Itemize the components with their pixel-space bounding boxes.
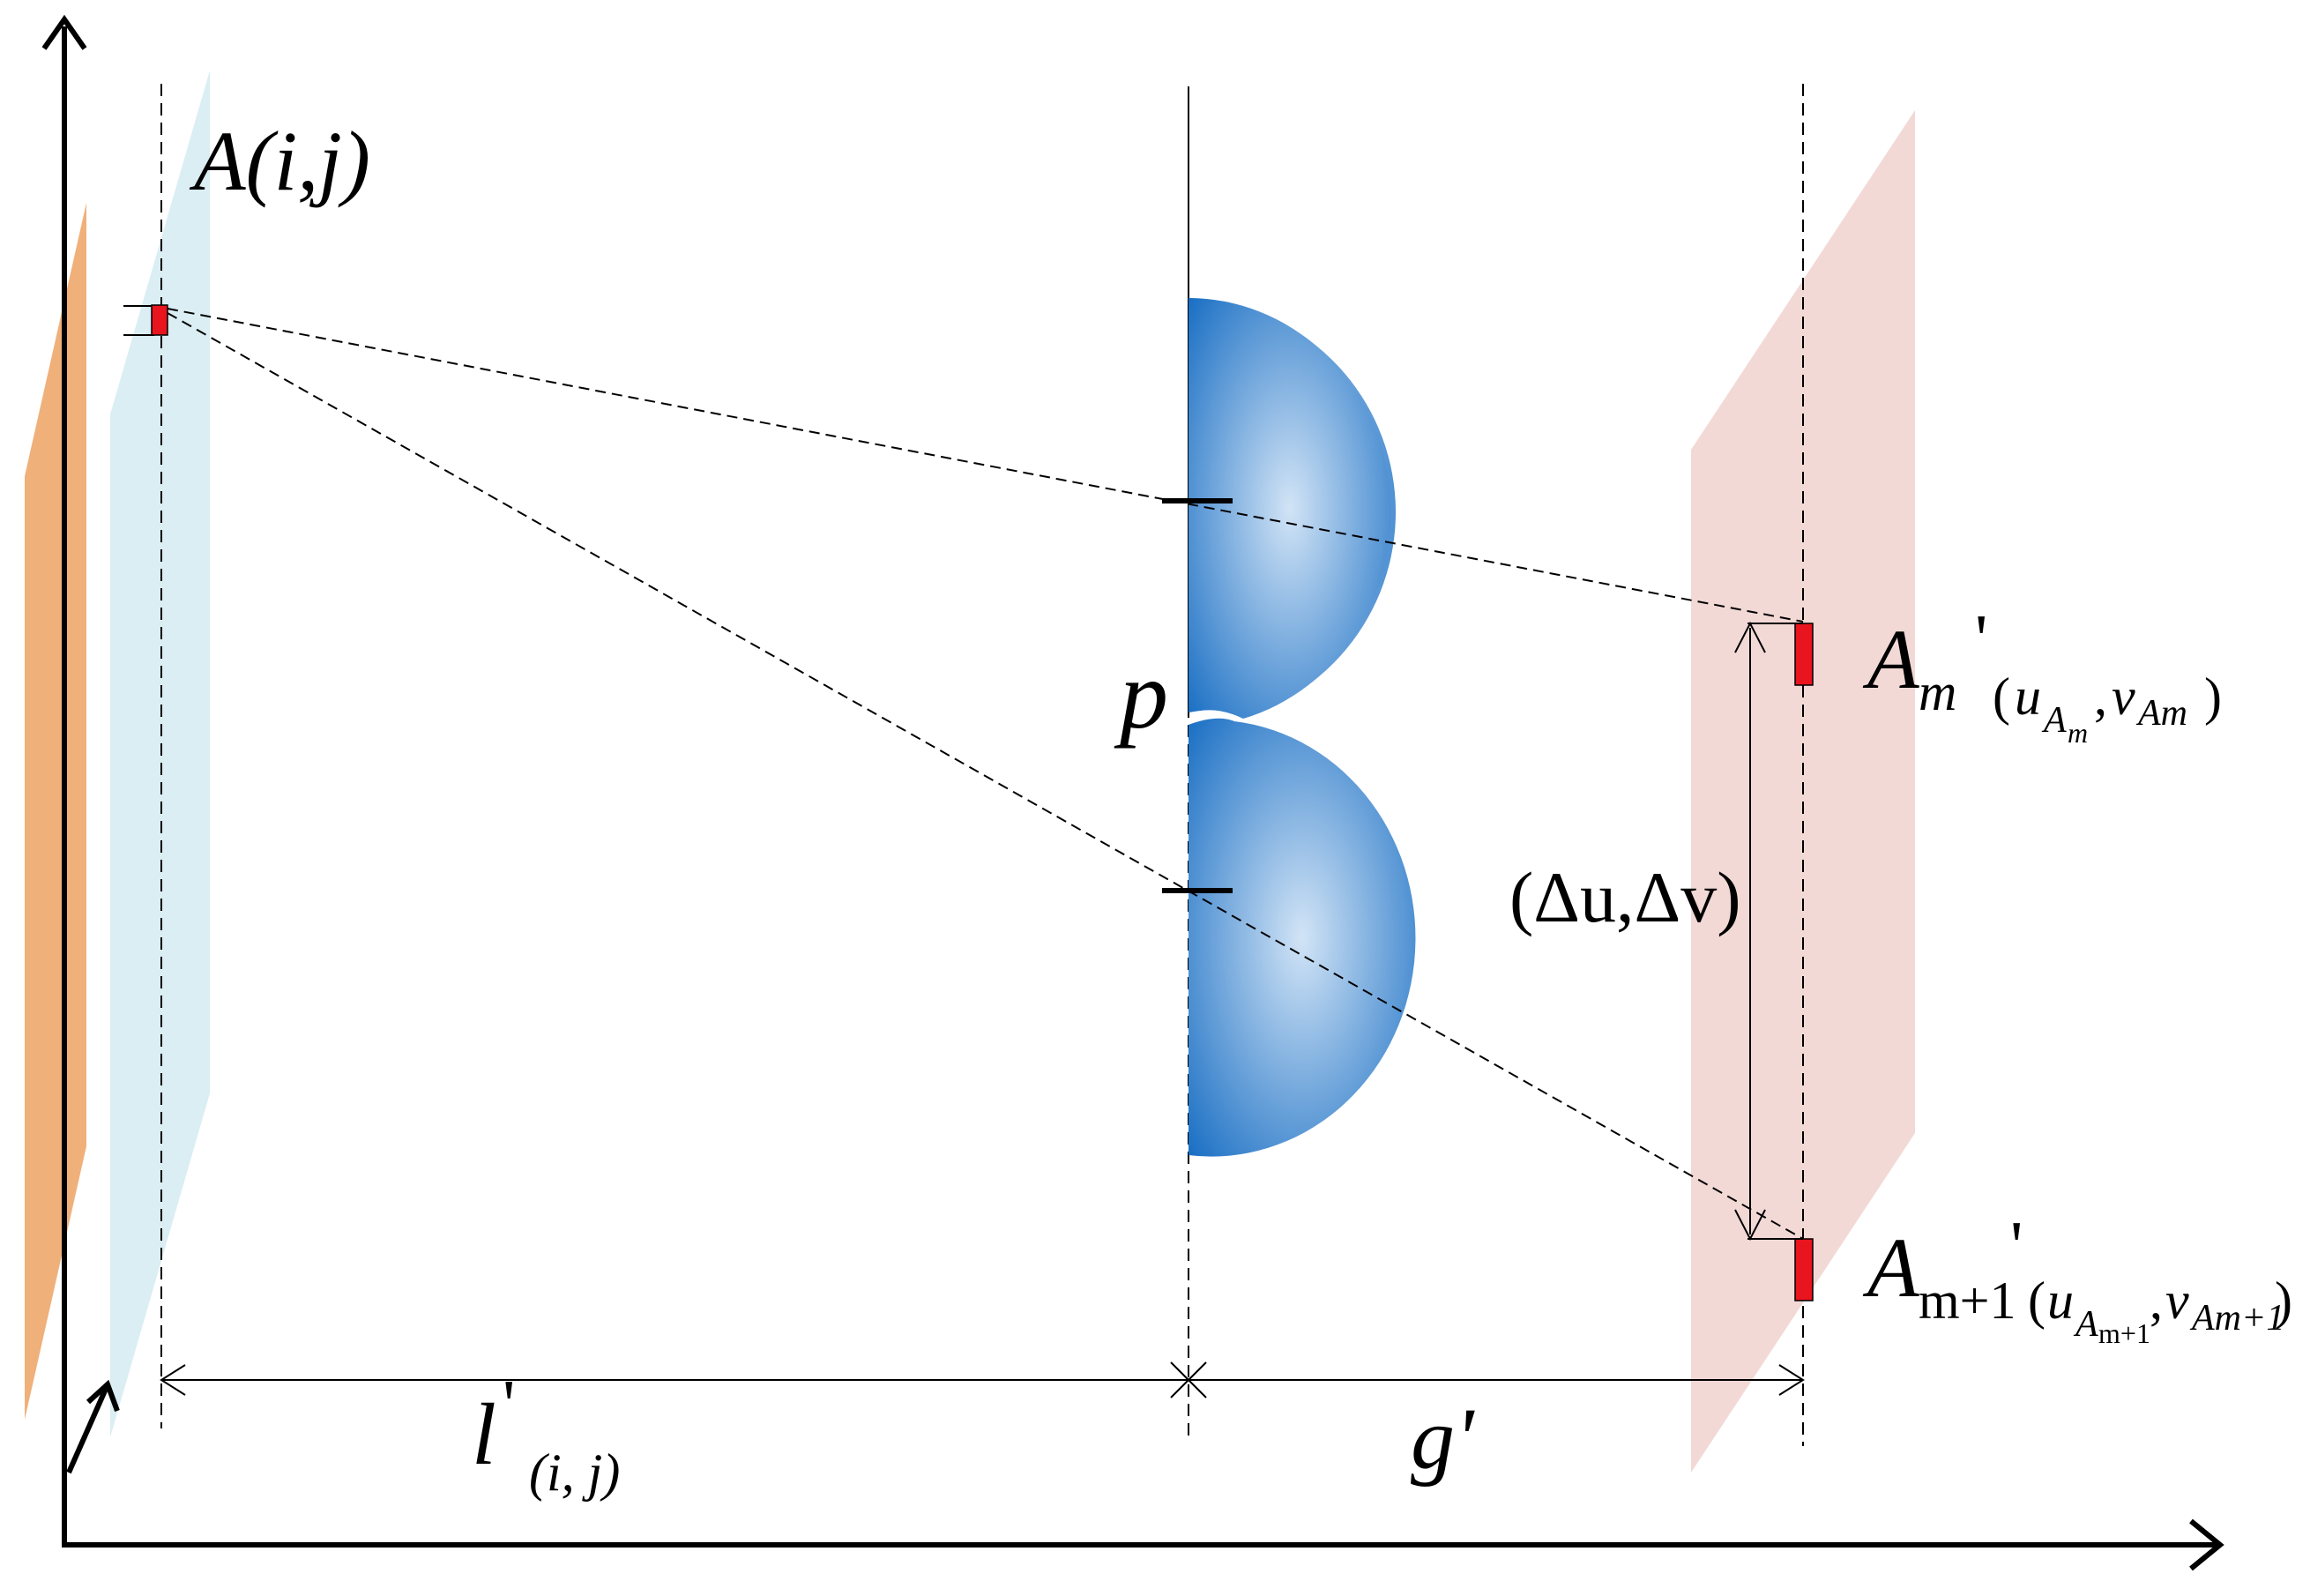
svg-text:m+1: m+1 [1919, 1272, 2016, 1330]
label-point-aij: A(i,j) [189, 114, 370, 208]
label-pitch: p [1114, 641, 1168, 749]
image-pixel-m [1794, 623, 1814, 686]
svg-text:m: m [1919, 663, 1956, 721]
svg-text:): ) [2275, 1272, 2292, 1330]
label-delta: (Δu,Δv) [1509, 857, 1741, 937]
svg-text:,: , [2150, 1272, 2163, 1330]
object-plane [110, 71, 210, 1437]
svg-text:A: A [2073, 1304, 2098, 1345]
label-image-m: A m ' ( u A m , v Am ) [1862, 601, 2222, 749]
svg-text:Am: Am [2135, 693, 2187, 734]
svg-text:m+1: m+1 [2098, 1317, 2150, 1349]
display-plane [25, 203, 86, 1420]
svg-text:u: u [2015, 667, 2041, 726]
z-axis-arrowhead [86, 1379, 120, 1413]
x-axis-arrowhead [2189, 1518, 2224, 1571]
svg-text:(: ( [2028, 1272, 2045, 1330]
label-distance-g: g' [1411, 1390, 1475, 1488]
svg-text:': ' [1975, 601, 1987, 679]
delta-measure [1734, 621, 1803, 1242]
svg-text:m: m [2068, 717, 2088, 749]
svg-text:A: A [2041, 700, 2067, 741]
lens-lower [1189, 718, 1416, 1157]
rays [167, 308, 1804, 1240]
object-pixel [123, 304, 168, 336]
axes [41, 14, 2224, 1571]
svg-text:l: l [472, 1385, 496, 1483]
z-axis [66, 1387, 108, 1474]
distance-dimensions [160, 1361, 1805, 1398]
svg-text:(i, j): (i, j) [529, 1443, 620, 1502]
lens-upper-shape [1189, 298, 1391, 719]
svg-text:(: ( [1993, 667, 2010, 726]
svg-text:Am+1: Am+1 [2189, 1298, 2284, 1339]
image-pixel-m1 [1794, 1238, 1814, 1301]
svg-text:A: A [1862, 612, 1919, 706]
svg-text:v: v [2112, 667, 2135, 726]
svg-text:A: A [1862, 1220, 1919, 1315]
svg-text:': ' [2010, 1208, 2023, 1286]
ray-upper [167, 308, 1804, 623]
label-distance-l: l ' (i, j) [472, 1367, 620, 1502]
svg-text:u: u [2047, 1272, 2074, 1330]
y-axis-arrowhead [41, 14, 87, 50]
label-image-m1: A m+1 ' ( u A m+1 , v Am+1 ) [1862, 1208, 2292, 1349]
ray-lower [167, 312, 1804, 1240]
svg-text:): ) [2204, 667, 2222, 726]
svg-text:,: , [2094, 667, 2107, 726]
svg-text:': ' [503, 1367, 515, 1444]
svg-text:v: v [2165, 1272, 2189, 1330]
reference-lines [160, 84, 1804, 1446]
